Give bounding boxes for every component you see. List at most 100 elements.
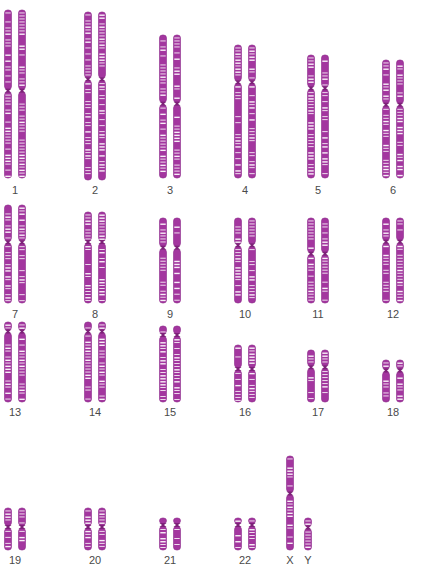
chromosome-band <box>19 300 24 302</box>
chromosome-arm <box>99 81 106 180</box>
chromosome-band <box>19 386 24 388</box>
chromosome-arm <box>322 369 329 402</box>
chromosome-band <box>19 148 24 150</box>
chromosome-band <box>160 171 165 172</box>
chromosome-band <box>99 510 104 512</box>
chromosome-band <box>19 510 24 512</box>
chromosome-band <box>160 281 165 283</box>
chromosome-band <box>235 56 240 58</box>
chromosome-band <box>5 360 10 361</box>
chromosome-band <box>249 134 254 136</box>
chromosome-band <box>235 122 240 124</box>
chromosome-band <box>99 229 104 231</box>
chromatid <box>85 508 92 550</box>
centromere <box>19 89 26 93</box>
chromosome-band <box>160 238 165 240</box>
chromosome-band <box>85 297 90 298</box>
chromosome-band <box>174 46 179 48</box>
chromosome-band <box>5 176 10 177</box>
chromosome-band <box>5 514 10 515</box>
chromosome-band <box>160 369 165 371</box>
chromosome-band <box>160 143 165 145</box>
chromosome-band <box>308 158 313 159</box>
chromosome-band <box>160 95 165 96</box>
chromosome-band <box>397 291 402 292</box>
chromosome-band <box>308 95 313 96</box>
chromosome-arm <box>305 518 312 526</box>
chromosome-band <box>160 77 165 78</box>
chromosome-band <box>235 267 240 268</box>
chromosome-band <box>5 75 10 77</box>
chromosome-band <box>174 342 179 344</box>
chromosome-band <box>99 149 104 150</box>
chromosome-band <box>308 140 313 142</box>
chromosome-arm <box>5 92 12 178</box>
chromosome-band <box>249 69 254 70</box>
chromosome-band <box>19 69 24 71</box>
chromosome-band <box>235 285 240 287</box>
chromosome-band <box>5 258 10 260</box>
chromosome-arm <box>19 333 26 402</box>
chromosome-band <box>305 524 310 525</box>
chromosome-band <box>322 353 327 354</box>
chromosome-arm <box>85 81 92 180</box>
chromosome-band <box>85 47 90 49</box>
chromosome-band <box>19 540 24 541</box>
chromosome-band <box>397 378 402 379</box>
centromere <box>160 523 167 527</box>
chromosome-band <box>85 158 90 160</box>
chromosome-arm <box>235 218 242 244</box>
chromosome-band <box>235 399 240 401</box>
chromosome-band <box>85 344 90 346</box>
chromosome-band <box>5 133 10 135</box>
chromosome-band <box>85 368 90 370</box>
chromosome-band <box>19 142 24 144</box>
chromosome-arm <box>5 244 12 303</box>
chromatid <box>19 10 26 178</box>
chromosome-number: 2 <box>80 184 110 197</box>
chromosome-band <box>99 239 104 240</box>
chromosome-band <box>249 261 254 263</box>
chromosome-band <box>174 40 179 42</box>
chromosome-band <box>249 538 254 540</box>
chromosome-band <box>174 372 179 374</box>
chromosome-band <box>99 23 104 25</box>
chromosome-band <box>322 143 327 145</box>
chromatid <box>397 360 404 402</box>
chromosome-band <box>5 12 10 14</box>
chromosome-band <box>5 81 10 83</box>
chromosome-band <box>5 237 10 239</box>
chromosome-band <box>85 125 90 127</box>
chromosome-band <box>99 386 104 388</box>
chromosome-band <box>397 229 402 231</box>
chromosome-band <box>235 137 240 139</box>
chromosome-arm <box>174 218 181 246</box>
chromosome-band <box>160 119 165 121</box>
chromosome-band <box>383 366 388 367</box>
chromosome-band <box>160 263 165 265</box>
centromere <box>249 243 256 247</box>
chromosome-band <box>19 18 24 20</box>
chromosome-band <box>99 47 104 49</box>
chromosome-band <box>174 170 179 172</box>
chromosome-band <box>308 146 313 148</box>
chromosome-band <box>322 281 327 283</box>
chromosome-band <box>5 519 10 521</box>
chromosome-band <box>397 223 402 225</box>
chromosome-band <box>19 124 24 126</box>
chromosome-band <box>99 288 104 290</box>
centromere <box>19 330 26 334</box>
chromosome-band <box>99 533 104 535</box>
centromere <box>397 103 404 107</box>
chromosome-band <box>5 369 10 370</box>
chromosome-band <box>160 260 165 262</box>
chromosome-band <box>174 282 179 283</box>
chromosome-band <box>397 68 402 70</box>
chromosome-band <box>5 113 10 114</box>
chromosome-band <box>174 381 179 382</box>
chromosome-band <box>5 398 10 400</box>
chromosome-band <box>174 152 179 154</box>
chromosome-band <box>308 223 313 225</box>
chromosome-number: 20 <box>80 554 110 567</box>
chromosome-band <box>85 23 90 25</box>
